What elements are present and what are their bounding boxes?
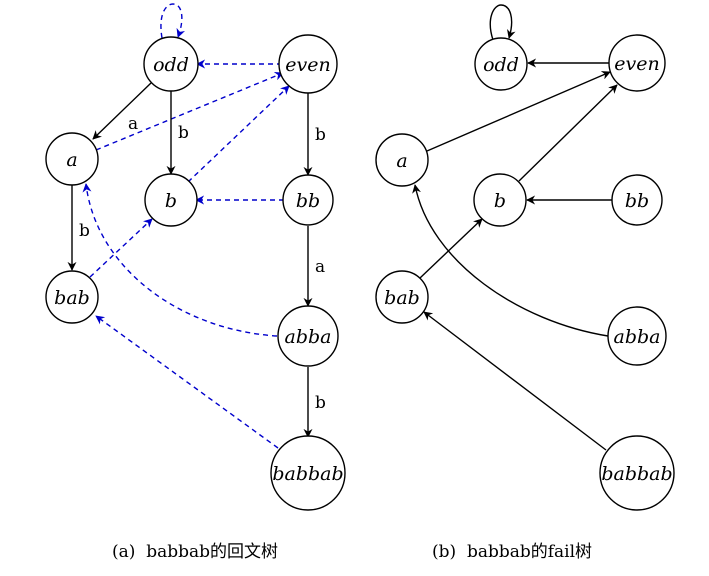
node-label: abba (614, 326, 661, 348)
fail-edge-babbab-bab (423, 311, 607, 451)
fail-node-babbab: babbab (599, 435, 675, 511)
node-label: babbab (601, 463, 672, 485)
fail-node-even: even (608, 34, 666, 92)
caption-palindrome-tree: (a) babbab的回文树 (112, 542, 278, 562)
node-label: a (396, 150, 407, 172)
fail-node-a: a (375, 133, 429, 187)
edge-label-abba-babbab: b (315, 393, 326, 413)
node-bb: bb (282, 174, 334, 226)
node-label: a (66, 149, 77, 171)
node-label: b (494, 190, 506, 212)
node-bab: bab (45, 270, 99, 324)
fail-tree-edges (412, 4, 618, 451)
edge-label-odd-a: a (128, 114, 138, 134)
edge-label-odd-b: b (178, 123, 189, 143)
transition-edges (67, 82, 313, 438)
fail-edge-odd-self (489, 4, 516, 41)
node-label: bab (384, 287, 420, 309)
fail-node-bb: bb (611, 174, 663, 226)
fail-links (82, 3, 290, 449)
fail-edge-a-even (426, 71, 611, 152)
caption-fail-tree: (b) babbab的fail树 (432, 542, 592, 562)
node-label: bab (54, 287, 90, 309)
edge-odd-a (92, 82, 152, 140)
fail-link-babbab-bab (95, 315, 279, 449)
fail-link-a-even (95, 71, 284, 151)
edge-label-a-bab: b (79, 221, 90, 241)
fail-tree: odd even a b bb bab abba babbab (375, 4, 675, 511)
fail-link-b-even (187, 85, 290, 183)
node-label: bb (625, 190, 649, 212)
fail-node-b: b (473, 173, 527, 227)
fail-node-bab: bab (375, 270, 429, 324)
node-label: even (285, 54, 330, 76)
node-label: odd (483, 54, 519, 76)
node-label: b (165, 190, 177, 212)
fail-link-abba-a (82, 183, 278, 337)
edge-label-bb-abba: a (315, 257, 325, 277)
node-b: b (144, 173, 198, 227)
node-label: odd (153, 54, 189, 76)
node-babbab: babbab (270, 435, 346, 511)
fail-edge-abba-a (412, 184, 609, 337)
node-label: babbab (272, 463, 343, 485)
node-label: abba (285, 326, 332, 348)
node-a: a (45, 132, 99, 186)
palindrome-tree: a b b b a b odd even a b bb bab (45, 3, 346, 511)
fail-edge-bab-b (419, 218, 483, 279)
node-odd: odd (143, 36, 199, 92)
edge-label-even-bb: b (315, 125, 326, 145)
fail-edge-b-even (518, 84, 618, 182)
node-label: bb (296, 190, 320, 212)
fail-link-odd-self (160, 3, 186, 39)
fail-node-odd: odd (474, 37, 528, 91)
node-even: even (278, 34, 338, 94)
node-label: even (614, 53, 659, 75)
fail-node-abba: abba (607, 306, 667, 366)
node-abba: abba (277, 305, 339, 367)
